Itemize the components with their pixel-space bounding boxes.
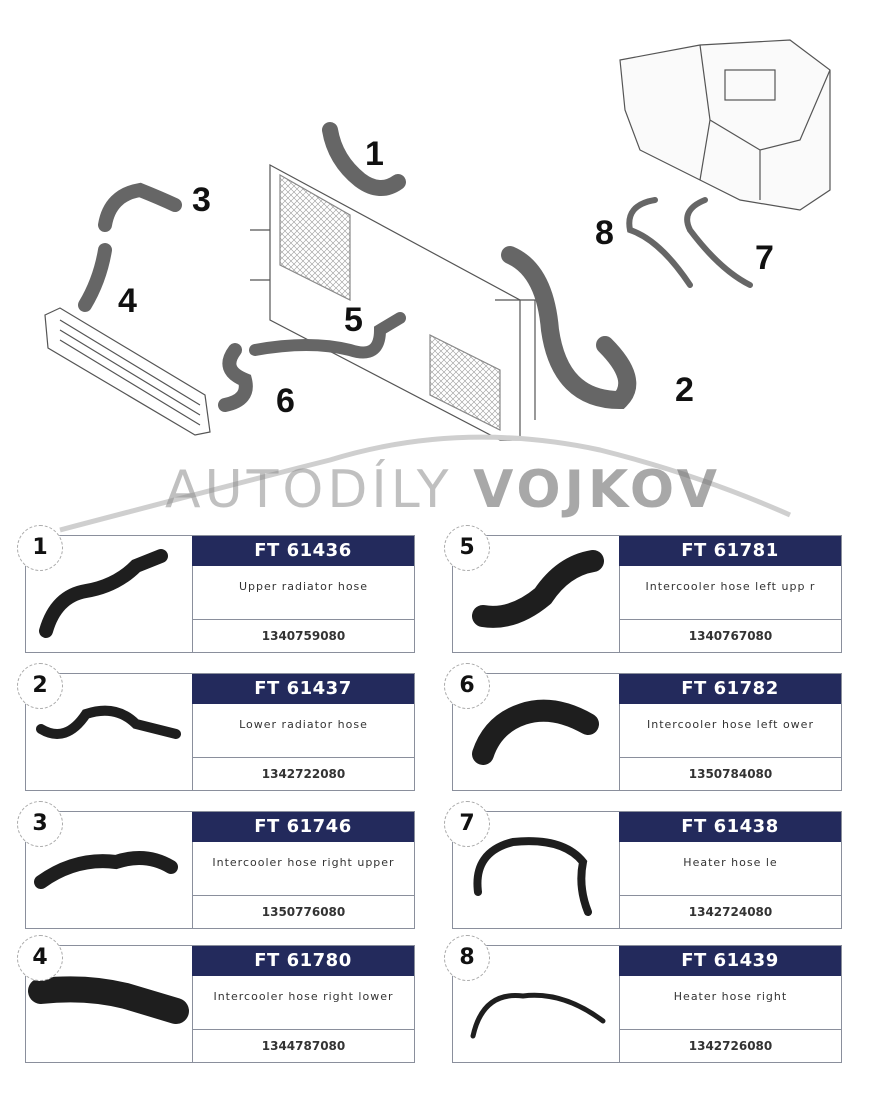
part-code: FT 61439	[619, 946, 841, 976]
hose-7-drawing	[684, 197, 753, 288]
hose-photo	[39, 549, 168, 638]
part-index-badge: 4	[17, 935, 63, 981]
part-card[interactable]: FT 61781 Intercooler hose left upp r 134…	[452, 535, 842, 653]
part-card[interactable]: FT 61439 Heater hose right 1342726080	[452, 945, 842, 1063]
hose-3-drawing	[98, 182, 182, 232]
part-card[interactable]: FT 61437 Lower radiator hose 1342722080	[25, 673, 415, 791]
part-code: FT 61782	[619, 674, 841, 704]
hose-photo	[472, 550, 604, 628]
part-index-badge: 3	[17, 801, 63, 847]
part-code: FT 61438	[619, 812, 841, 842]
part-index-badge: 5	[444, 525, 490, 571]
part-number: 1342722080	[192, 757, 414, 790]
part-index-badge: 6	[444, 663, 490, 709]
part-number: 1340759080	[192, 619, 414, 652]
part-number: 1344787080	[192, 1029, 414, 1062]
part-card[interactable]: FT 61438 Heater hose le 1342724080	[452, 811, 842, 929]
part-description: Upper radiator hose	[192, 566, 414, 619]
radiator-drawing	[250, 163, 536, 441]
part-description: Lower radiator hose	[192, 704, 414, 757]
heater-unit-drawing	[619, 39, 831, 211]
hose-photo	[36, 705, 181, 739]
part-number: 1342726080	[619, 1029, 841, 1062]
part-number: 1350784080	[619, 757, 841, 790]
hose-2-drawing	[501, 246, 637, 410]
part-description: Intercooler hose left upp r	[619, 566, 841, 619]
exploded-diagram	[44, 39, 831, 441]
part-card[interactable]: FT 61782 Intercooler hose left ower 1350…	[452, 673, 842, 791]
part-code: FT 61780	[192, 946, 414, 976]
part-description: Intercooler hose left ower	[619, 704, 841, 757]
part-code: FT 61746	[192, 812, 414, 842]
part-index-badge: 7	[444, 801, 490, 847]
hose-photo	[34, 851, 178, 889]
part-description: Intercooler hose right lower	[192, 976, 414, 1029]
part-index-badge: 8	[444, 935, 490, 981]
part-card[interactable]: FT 61780 Intercooler hose right lower 13…	[25, 945, 415, 1063]
part-number: 1342724080	[619, 895, 841, 928]
part-number: 1340767080	[619, 619, 841, 652]
part-description: Heater hose right	[619, 976, 841, 1029]
part-index-badge: 1	[17, 525, 63, 571]
callout-5: 5	[344, 301, 363, 339]
part-code: FT 61781	[619, 536, 841, 566]
callout-1: 1	[365, 135, 384, 173]
intercooler-drawing	[44, 307, 211, 436]
callout-2: 2	[675, 371, 694, 409]
callout-4: 4	[118, 282, 137, 320]
part-description: Heater hose le	[619, 842, 841, 895]
hose-6-drawing	[218, 343, 253, 412]
part-card[interactable]: FT 61746 Intercooler hose right upper 13…	[25, 811, 415, 929]
callout-3: 3	[192, 181, 211, 219]
hose-photo	[28, 976, 189, 1024]
hose-8-drawing	[626, 197, 693, 288]
callout-6: 6	[276, 382, 295, 420]
hose-4-drawing	[78, 243, 112, 312]
part-card[interactable]: FT 61436 Upper radiator hose 1340759080	[25, 535, 415, 653]
part-code: FT 61437	[192, 674, 414, 704]
hose-1-drawing	[322, 122, 406, 196]
hose-photo	[470, 992, 606, 1039]
part-number: 1350776080	[192, 895, 414, 928]
callout-8: 8	[595, 214, 614, 252]
callout-7: 7	[755, 239, 774, 277]
hose-5-drawing	[249, 312, 406, 359]
part-code: FT 61436	[192, 536, 414, 566]
part-description: Intercooler hose right upper	[192, 842, 414, 895]
part-index-badge: 2	[17, 663, 63, 709]
hose-photo	[473, 837, 592, 916]
hose-photo	[472, 699, 599, 765]
